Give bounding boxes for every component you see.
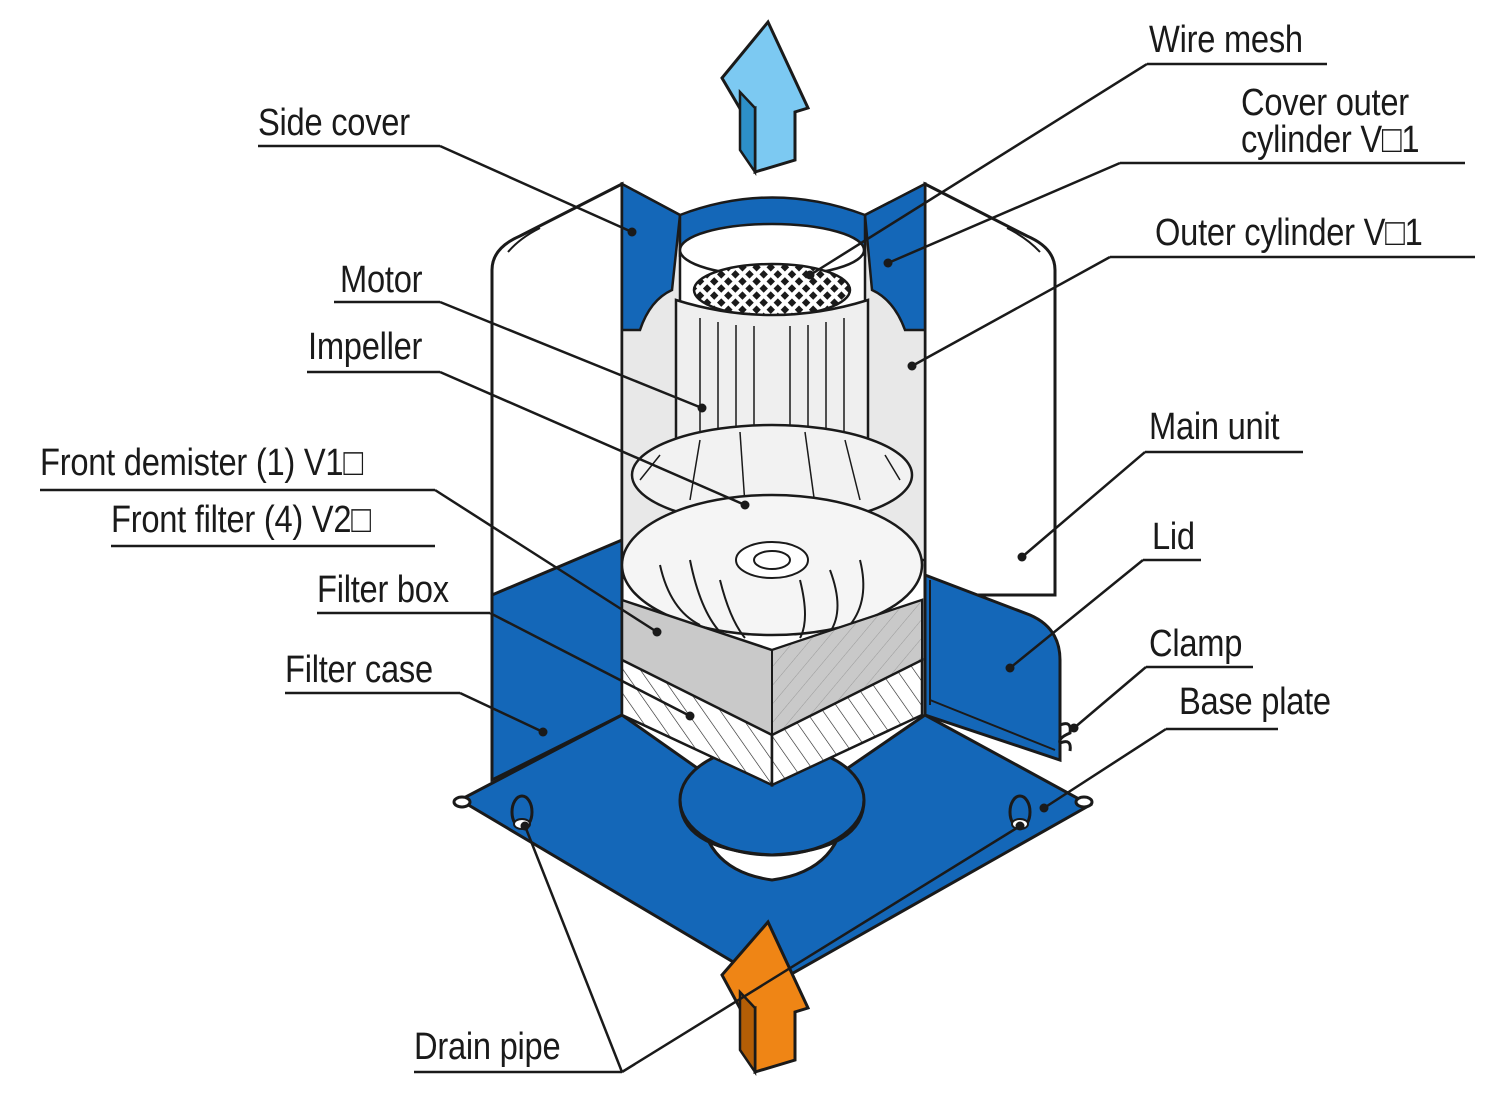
label-cover-outer-cylinder-line2: cylinder V□1	[1241, 119, 1420, 161]
label-side-cover: Side cover	[258, 102, 410, 144]
label-base-plate: Base plate	[1179, 681, 1331, 723]
label-clamp: Clamp	[1149, 623, 1243, 665]
intake-arrow	[720, 919, 811, 1077]
label-lid: Lid	[1152, 516, 1195, 558]
label-front-demister: Front demister (1) V1□	[40, 442, 363, 484]
label-impeller: Impeller	[308, 326, 423, 368]
label-outer-cylinder: Outer cylinder V□1	[1155, 212, 1423, 254]
label-drain-pipe: Drain pipe	[414, 1026, 561, 1068]
label-wire-mesh: Wire mesh	[1149, 19, 1303, 61]
cutaway-section	[620, 181, 927, 787]
exhaust-arrow	[720, 19, 811, 177]
leader-lines	[40, 62, 1475, 1074]
leader-dots	[520, 227, 1079, 831]
label-front-filter: Front filter (4) V2□	[111, 499, 371, 541]
label-cover-outer-cylinder-line1: Cover outer	[1241, 82, 1409, 124]
label-main-unit: Main unit	[1149, 406, 1280, 448]
label-filter-box: Filter box	[317, 569, 449, 611]
label-motor: Motor	[340, 259, 423, 301]
label-filter-case: Filter case	[285, 649, 433, 691]
